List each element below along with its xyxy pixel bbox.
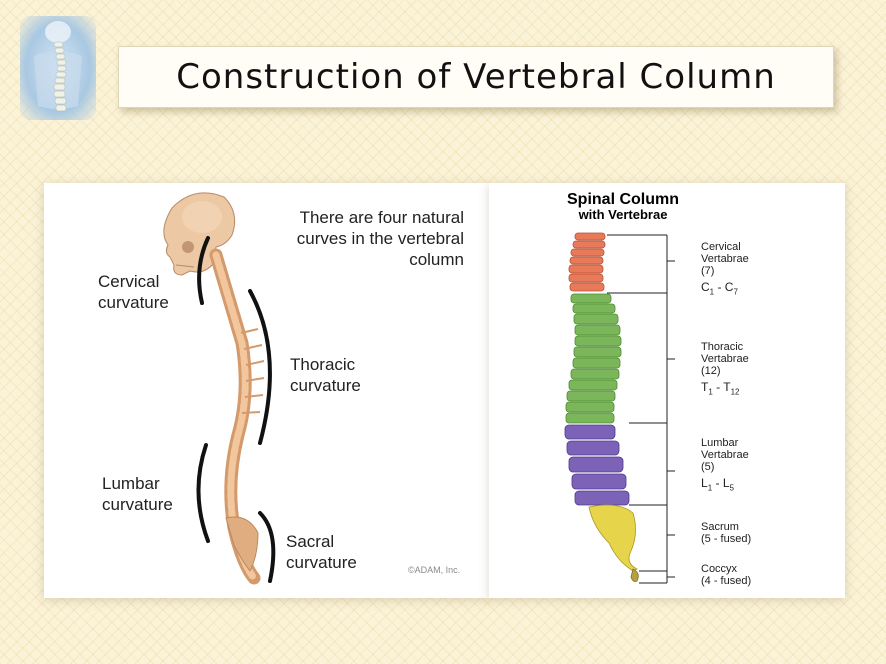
note-line-1: There are four natural	[299, 208, 464, 227]
cervical-range: C1 - C7	[701, 280, 738, 297]
spinal-column-panel: Spinal Column with Vertebrae	[489, 183, 845, 598]
spinal-column-subtitle: with Vertebrae	[578, 207, 668, 222]
lumbar-vertebrae	[564, 424, 630, 506]
thoracic-curvature-label: Thoracic curvature	[290, 355, 361, 395]
note-line-2: curves in the vertebral	[296, 229, 464, 248]
title-box: Construction of Vertebral Column	[118, 46, 834, 108]
coccyx-shape	[630, 568, 639, 582]
thoracic-vertebrae	[565, 293, 622, 424]
curves-note: There are four natural curves in the ver…	[244, 207, 464, 270]
sacrum-group-label: Sacrum (5 - fused)	[701, 521, 752, 545]
spine-logo-icon	[20, 16, 96, 120]
cervical-vertebrae	[568, 232, 606, 292]
cervical-curvature-label: Cervical curvature	[98, 272, 169, 312]
sacrum-shape	[588, 504, 638, 572]
cervical-group-label: Cervical Vertabrae (7) C1 - C7	[701, 241, 749, 297]
spine-side-illustration	[163, 192, 276, 585]
lumbar-range: L1 - L5	[701, 476, 734, 493]
note-line-3: column	[409, 250, 464, 269]
slide-title: Construction of Vertebral Column	[176, 57, 776, 97]
sacral-curvature-label: Sacral curvature	[286, 532, 357, 572]
spinal-column-diagram	[564, 232, 675, 584]
thoracic-range: T1 - T12	[701, 380, 740, 397]
lumbar-group-label: Lumbar Vertabrae (5) L1 - L5	[701, 437, 749, 493]
spinal-curvature-panel: There are four natural curves in the ver…	[44, 183, 489, 598]
skull-icon	[163, 192, 236, 276]
spinal-column-heading: Spinal Column with Vertebrae	[489, 191, 757, 222]
copyright-text: ©ADAM, Inc.	[408, 565, 461, 575]
spinal-column-title: Spinal Column	[567, 191, 679, 208]
thoracic-group-label: Thoracic Vertabrae (12) T1 - T12	[701, 341, 749, 397]
lumbar-curvature-label: Lumbar curvature	[102, 474, 173, 514]
coccyx-group-label: Coccyx (4 - fused)	[701, 563, 752, 587]
